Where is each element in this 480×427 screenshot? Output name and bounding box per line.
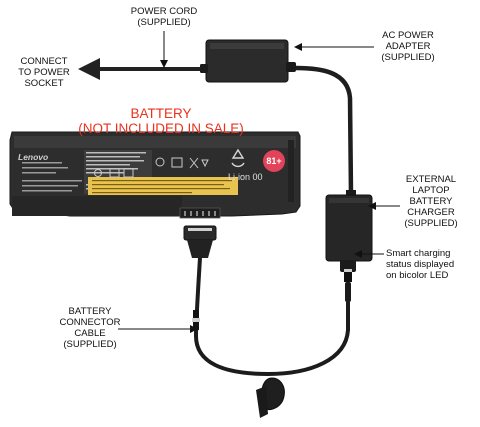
power-cord-label-line: POWER CORD bbox=[130, 6, 198, 17]
power-cord-label: POWER CORD (SUPPLIED) bbox=[124, 6, 204, 28]
connector-cable-label: BATTERY CONNECTOR CABLE (SUPPLIED) bbox=[54, 306, 126, 350]
charger-label: EXTERNAL LAPTOP BATTERY CHARGER (SUPPLIE… bbox=[396, 174, 466, 229]
arrow-left-icon bbox=[78, 58, 100, 80]
connector-cable-label-line: (SUPPLIED) bbox=[63, 339, 117, 350]
connect-socket-label: CONNECT TO POWER SOCKET bbox=[12, 56, 76, 89]
battery-brand: Lenovo bbox=[18, 152, 49, 162]
power-cord bbox=[78, 58, 206, 80]
warning-label bbox=[88, 177, 238, 195]
charger-label-line: EXTERNAL bbox=[405, 174, 457, 185]
ac-adapter-label-line: ADAPTER bbox=[385, 41, 431, 52]
battery-label-line: BATTERY bbox=[130, 106, 192, 121]
ac-adapter-label-line: (SUPPLIED) bbox=[381, 52, 435, 63]
connect-socket-label-line: TO POWER bbox=[18, 67, 70, 78]
dc-cable bbox=[295, 65, 354, 195]
charger-label-line: CHARGER bbox=[407, 207, 455, 218]
led-label: Smart charging status displayed on bicol… bbox=[386, 248, 454, 281]
led-label-line: Smart charging bbox=[386, 248, 451, 259]
external-battery-charger bbox=[325, 190, 373, 302]
charger-label-line: (SUPPLIED) bbox=[404, 218, 458, 229]
charger-label-line: LAPTOP bbox=[412, 185, 450, 196]
cable-strap bbox=[256, 377, 285, 418]
connect-socket-label-line: CONNECT bbox=[20, 56, 68, 67]
ac-adapter-label-line: AC POWER bbox=[382, 30, 434, 41]
pointer-lines bbox=[118, 31, 400, 330]
recycle-icon bbox=[231, 148, 245, 168]
battery-badge: 81+ bbox=[263, 150, 285, 172]
led-label-line: on bicolor LED bbox=[386, 270, 449, 281]
laptop-battery bbox=[9, 131, 301, 219]
connector-cable-label-line: CABLE bbox=[74, 328, 106, 339]
battery-connector-slot bbox=[179, 207, 221, 219]
ac-adapter-label: AC POWER ADAPTER (SUPPLIED) bbox=[372, 30, 444, 63]
battery-connector-cable bbox=[183, 225, 350, 377]
led-label-line: status displayed bbox=[386, 259, 455, 270]
battery-label-line: (NOT INCLUDED IN SALE) bbox=[78, 121, 244, 136]
battery-label: BATTERY (NOT INCLUDED IN SALE) bbox=[56, 106, 266, 136]
battery-chemistry: Li-ion 00 bbox=[228, 172, 263, 183]
battery-chemistry-text: Li-ion bbox=[228, 172, 251, 182]
charger-label-line: BATTERY bbox=[409, 196, 453, 207]
battery-code-text: 00 bbox=[252, 172, 263, 182]
connector-cable-label-line: CONNECTOR bbox=[59, 317, 121, 328]
connect-socket-label-line: SOCKET bbox=[24, 78, 64, 89]
power-cord-label-line: (SUPPLIED) bbox=[137, 17, 191, 28]
ac-power-adapter bbox=[200, 39, 296, 83]
connector-cable-label-line: BATTERY bbox=[68, 306, 112, 317]
